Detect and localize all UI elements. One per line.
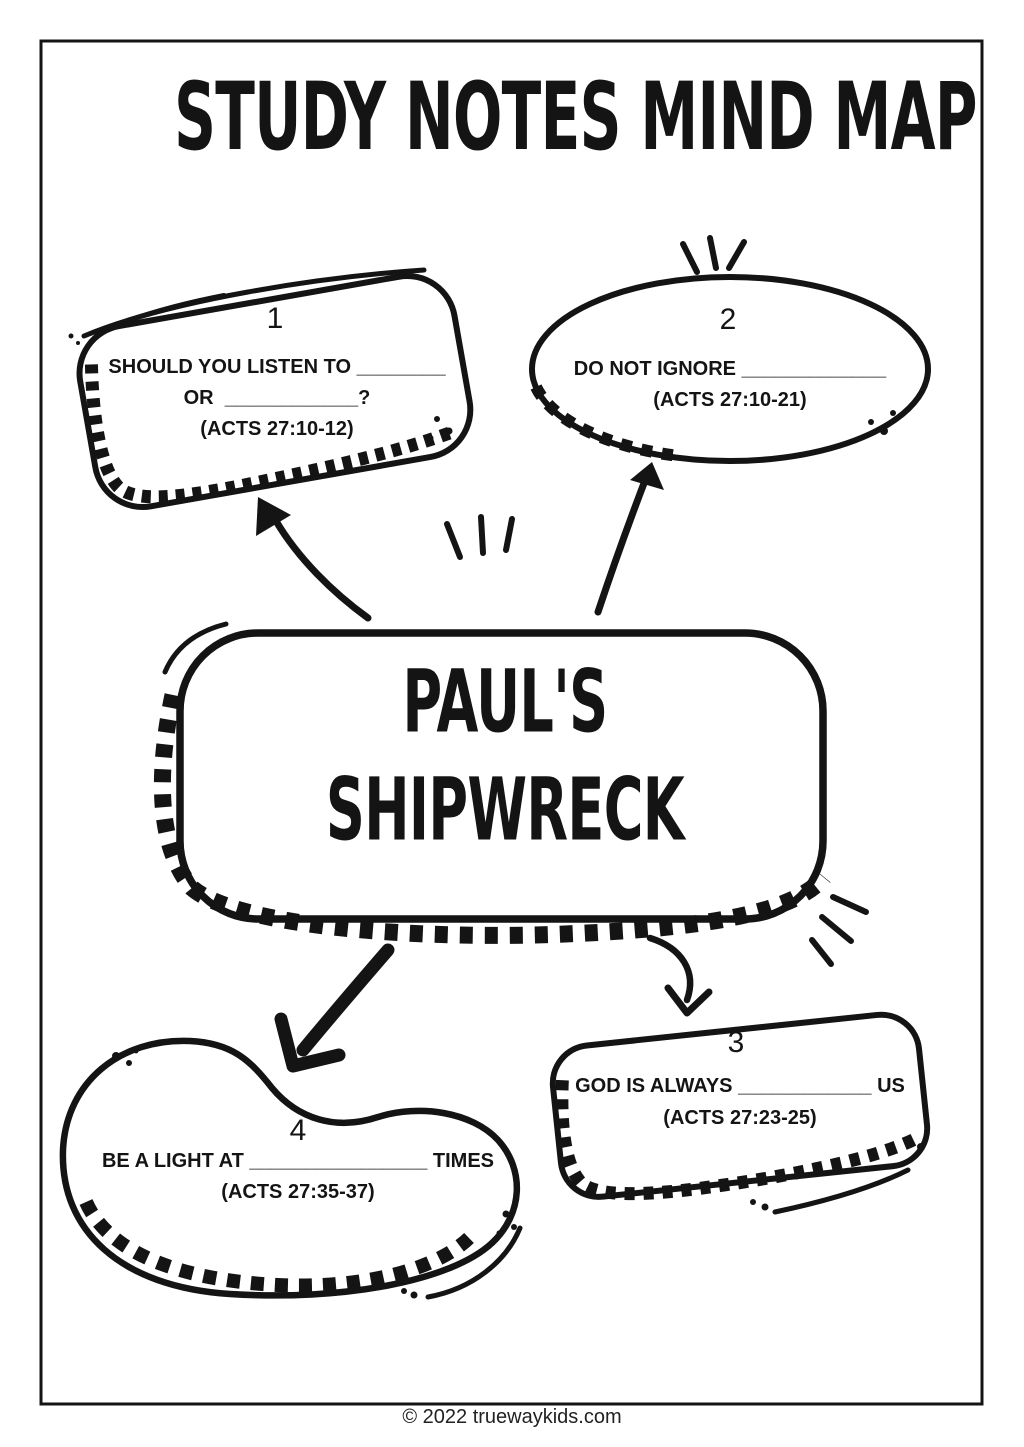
- bubble-2-text: DO NOT IGNORE _____________ (ACTS 27:10-…: [532, 354, 928, 416]
- bubble-1-shape: [76, 273, 474, 511]
- bubble-4-line-1: BE A LIGHT AT ________________ TIMES: [101, 1150, 495, 1172]
- arrow-center-to-3-icon: [646, 934, 713, 1017]
- bubble-3-text: GOD IS ALWAYS ____________ US (ACTS 27:2…: [548, 1070, 932, 1134]
- bubble-3-number: 3: [727, 1026, 745, 1059]
- bubble-2-number: 2: [719, 303, 737, 336]
- central-topic-line-2: SHIPWRECK: [325, 760, 685, 861]
- center-sparkle-icon: [444, 514, 515, 560]
- bubble-2-verse: (ACTS 27:10-21): [653, 389, 807, 411]
- bubble-3-accent-line: [772, 1167, 911, 1215]
- page-title: STUDY NOTES MIND MAP: [174, 62, 977, 172]
- bubble-3-verse: (ACTS 27:23-25): [663, 1107, 817, 1129]
- bubble-1-line-1: SHOULD YOU LISTEN TO ________: [108, 356, 446, 378]
- bubble-4-number: 4: [289, 1114, 307, 1147]
- arrow-center-to-4-icon: [274, 943, 395, 1073]
- bubble-4-accent-line: [425, 1225, 523, 1300]
- bubble-4-shape: [59, 1037, 520, 1299]
- copyright-text: © 2022 truewaykids.com: [402, 1406, 622, 1428]
- central-bubble-shape: [153, 629, 831, 944]
- bubble-2-dots: [868, 410, 896, 435]
- central-topic-line-1: PAUL'S: [402, 652, 609, 753]
- bubble-2-line-1: DO NOT IGNORE _____________: [573, 358, 887, 380]
- center-rays-icon: [809, 894, 869, 967]
- bubble-4-verse: (ACTS 27:35-37): [221, 1181, 375, 1203]
- bubble-2-sparkle-icon: [680, 235, 747, 275]
- arrow-center-to-1-icon: [256, 497, 372, 622]
- bubble-1-text: SHOULD YOU LISTEN TO ________ OR _______…: [85, 352, 469, 445]
- bubble-4-dots: [112, 1048, 517, 1299]
- central-bubble-accent-line: [162, 621, 229, 675]
- bubble-3-shape: [549, 1011, 931, 1201]
- bubble-1-dots: [68, 333, 453, 441]
- bubble-3-dots: [750, 1143, 925, 1211]
- page-border: [39, 39, 984, 1406]
- bubble-1-number: 1: [266, 302, 284, 335]
- bubble-1-accent-line-2: [116, 293, 226, 326]
- bubble-3-line-1: GOD IS ALWAYS ____________ US: [575, 1075, 905, 1097]
- arrow-center-to-2-icon: [594, 462, 664, 616]
- bubble-1-line-2: OR ____________?: [183, 387, 371, 409]
- bubble-4-text: BE A LIGHT AT ________________ TIMES (AC…: [86, 1146, 510, 1208]
- bubble-2-shape: [529, 274, 931, 464]
- bubble-1-verse: (ACTS 27:10-12): [200, 418, 354, 440]
